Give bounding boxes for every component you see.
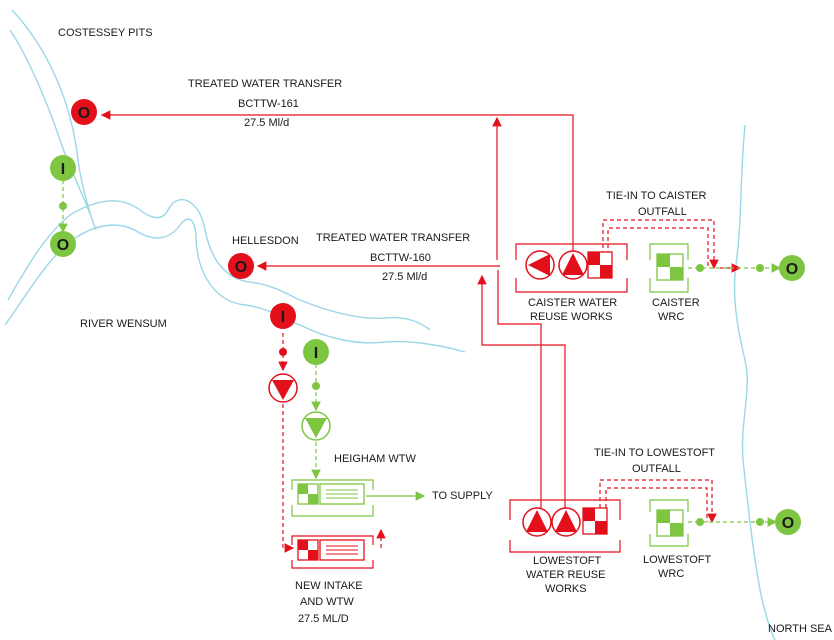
dashed-lowestoft-outfall-1: [599, 479, 717, 524]
pipe-lowestoft-up-2: [477, 274, 566, 520]
tie-in-lowestoft-label-1: TIE-IN TO LOWESTOFT: [594, 447, 715, 459]
intake-node-pits: I: [50, 155, 76, 181]
pump-icons: [268, 250, 588, 537]
flow-1-label: 27.5 Ml/d: [244, 117, 289, 129]
river-wensum-label: RIVER WENSUM: [80, 318, 167, 330]
caister-works-bracket: [515, 243, 628, 293]
svg-text:O: O: [782, 515, 794, 532]
valve-markers: [59, 202, 764, 526]
svg-text:O: O: [57, 237, 69, 254]
svg-text:O: O: [235, 259, 247, 276]
rivers: [4, 9, 776, 640]
treated-transfer-1-label: TREATED WATER TRANSFER: [188, 78, 342, 90]
svg-text:O: O: [78, 105, 90, 122]
tie-in-caister-label-2: OUTFALL: [638, 206, 687, 218]
green-lowestoft-wrc-bracket: [649, 499, 689, 547]
pump-caister-up-icon: [558, 250, 588, 280]
pump-new-intake-icon: [268, 373, 298, 403]
svg-text:O: O: [786, 261, 798, 278]
hellesdon-label: HELLESDON: [232, 235, 299, 247]
new-intake-label-1: NEW INTAKE: [295, 580, 363, 592]
caister-wrc-icon: [656, 253, 684, 281]
lowestoft-works-label-3: WORKS: [545, 583, 587, 595]
pipe-lowestoft-up-1: [497, 270, 542, 520]
new-intake-label-2: AND WTW: [300, 596, 354, 608]
pump-heigham-icon: [301, 411, 331, 441]
new-intake-bracket: [291, 535, 374, 569]
pump-caister-left-icon: [525, 250, 555, 280]
caister-works-label-2: REUSE WORKS: [530, 311, 613, 323]
caister-works-label-1: CAISTER WATER: [528, 297, 617, 309]
lowestoft-wrc-label-2: WRC: [658, 568, 684, 580]
lowestoft-works-bracket: [509, 499, 621, 553]
outlet-node-caister-sea: O: [779, 255, 805, 281]
red-pipelines: [100, 110, 628, 569]
bcttw-161-label: BCTTW-161: [238, 98, 299, 110]
treated-transfer-2-label: TREATED WATER TRANSFER: [316, 232, 470, 244]
lowestoft-works-label-2: WATER REUSE: [526, 569, 605, 581]
lowestoft-works-treatment-icon: [582, 507, 608, 535]
intake-node-new-red: I: [270, 303, 296, 329]
outlet-node-costessey: O: [71, 99, 97, 125]
pipe-bcttw-161: [100, 110, 574, 270]
bcttw-160-label: BCTTW-160: [370, 252, 431, 264]
caister-works-treatment-icon: [587, 251, 613, 279]
heigham-wtw-icon: [297, 483, 365, 505]
costessey-pits-lake: [9, 9, 97, 231]
new-intake-label-3: 27.5 ML/D: [298, 613, 349, 625]
svg-text:I: I: [314, 345, 318, 362]
lowestoft-wrc-icon: [656, 509, 684, 537]
tie-in-lowestoft-label-2: OUTFALL: [632, 463, 681, 475]
outlet-node-pits: O: [50, 231, 76, 257]
to-supply-label: TO SUPPLY: [432, 490, 493, 502]
green-heigham-bracket: [291, 479, 374, 517]
tie-in-caister-label-1: TIE-IN TO CAISTER: [606, 190, 706, 202]
svg-text:I: I: [61, 161, 65, 178]
outlet-node-lowestoft-sea: O: [775, 509, 801, 535]
river-wensum-bank-upper: [7, 198, 431, 331]
north-sea-coastline: [733, 124, 776, 640]
caister-wrc-label-1: CAISTER: [652, 297, 700, 309]
nodes: O I O O I I O O: [50, 99, 805, 535]
dashed-pump-to-newwtw: [282, 404, 295, 553]
outlet-node-hellesdon: O: [228, 253, 254, 279]
pump-lowestoft-1-icon: [522, 507, 552, 537]
dashed-lowestoft-outfall-2: [605, 487, 708, 522]
treatment-icons: [297, 251, 684, 561]
pump-lowestoft-2-icon: [551, 507, 581, 537]
heigham-wtw-label: HEIGHAM WTW: [334, 453, 416, 465]
lowestoft-works-label-1: LOWESTOFT: [533, 555, 602, 567]
labels: COSTESSEY PITS TREATED WATER TRANSFER BC…: [58, 27, 833, 635]
lowestoft-wrc-label-1: LOWESTOFT: [643, 554, 712, 566]
svg-text:I: I: [281, 309, 285, 326]
intake-node-heigham: I: [303, 339, 329, 365]
caister-wrc-label-2: WRC: [658, 311, 684, 323]
new-intake-wtw-icon: [297, 539, 365, 561]
dashed-caister-outfall-1: [602, 219, 719, 270]
flow-2-label: 27.5 Ml/d: [382, 271, 427, 283]
north-sea-label: NORTH SEA: [768, 623, 833, 635]
river-wensum-bank-lower: [4, 218, 466, 353]
green-caister-wrc-bracket: [649, 243, 689, 293]
costessey-pits-label: COSTESSEY PITS: [58, 27, 153, 39]
dashed-caister-outfall-2: [607, 227, 709, 268]
